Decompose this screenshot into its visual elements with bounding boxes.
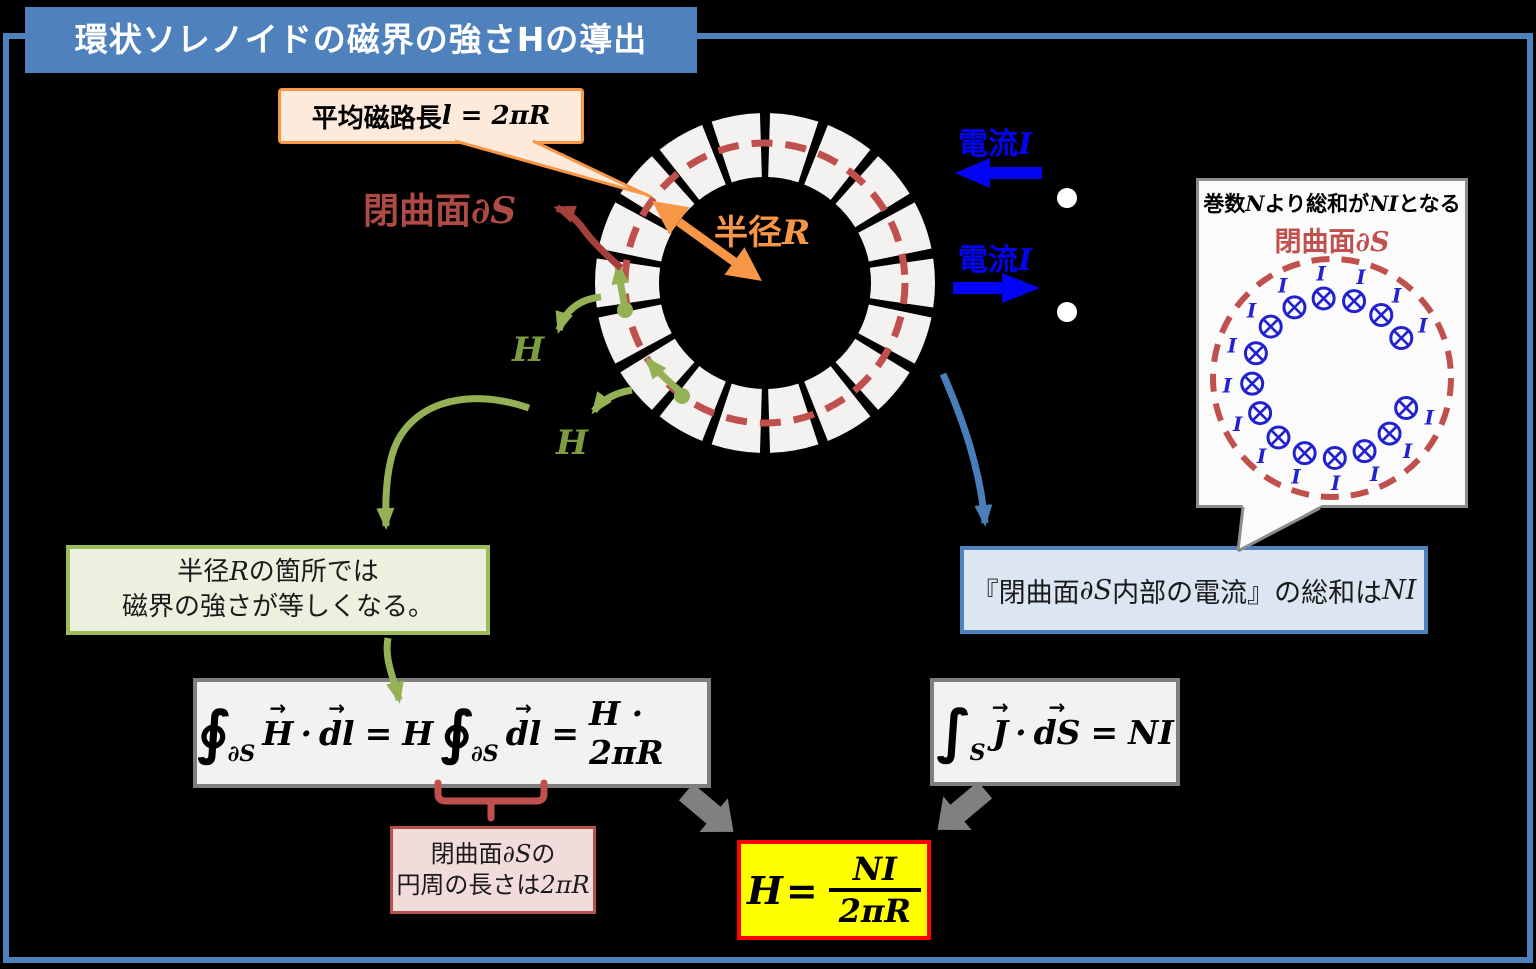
vector-arrow: →: [328, 695, 346, 720]
h-field-label-2: H: [556, 423, 589, 463]
current-label-top: 電流I: [958, 127, 1033, 162]
vector-arrow: →: [515, 695, 532, 720]
windings-detail-title: 巻数Nより総和がNIとなる: [1203, 191, 1461, 216]
radius-label: 半径R: [714, 213, 811, 253]
mean-path-length-jp: 平均磁路長: [311, 103, 442, 134]
vector-arrow: →: [991, 694, 1009, 719]
equal-field-note-line1: 半径Rの箇所では: [177, 556, 379, 587]
circumference-note: 閉曲面∂Sの 円周の長さは2πR: [390, 826, 596, 914]
result-formula-box: H = NI 2πR: [737, 840, 931, 940]
mean-path-length-callout: 平均磁路長 l = 2πR: [278, 88, 584, 144]
vector-arrow: →: [1048, 694, 1066, 719]
windings-detail-callout: 巻数Nより総和がNIとなる 閉曲面∂S: [1196, 178, 1468, 508]
current-label-bottom: 電流I: [958, 243, 1033, 278]
vector-arrow: →: [269, 695, 287, 720]
integral-symbol: ∫: [936, 697, 972, 766]
h-field-label-1: H: [512, 330, 545, 370]
surface-integral-formula: ∫S →J · →dS = NI: [930, 678, 1180, 786]
equal-field-note: 半径Rの箇所では 磁界の強さが等しくなる。: [66, 545, 490, 635]
equal-field-note-line2: 磁界の強さが等しくなる。: [121, 592, 434, 622]
circumference-note-line1: 閉曲面∂Sの: [430, 839, 556, 868]
page-title: 環状ソレノイドの磁界の強さHの導出: [25, 7, 697, 73]
ampere-line-integral-formula: ∮∂S →H · →dl = H ∮∂S →dl = H · 2πR: [193, 678, 711, 788]
windings-detail-closed-surface-label: 閉曲面∂S: [1274, 227, 1390, 258]
contour-integral-symbol: ∮: [440, 698, 474, 767]
contour-integral-symbol: ∮: [197, 698, 230, 767]
closed-surface-label: 閉曲面∂S: [363, 190, 517, 232]
circumference-note-line2: 円周の長さは2πR: [396, 871, 590, 899]
slide-frame-border: [3, 33, 1533, 963]
mean-path-length-formula: l = 2πR: [441, 101, 551, 131]
